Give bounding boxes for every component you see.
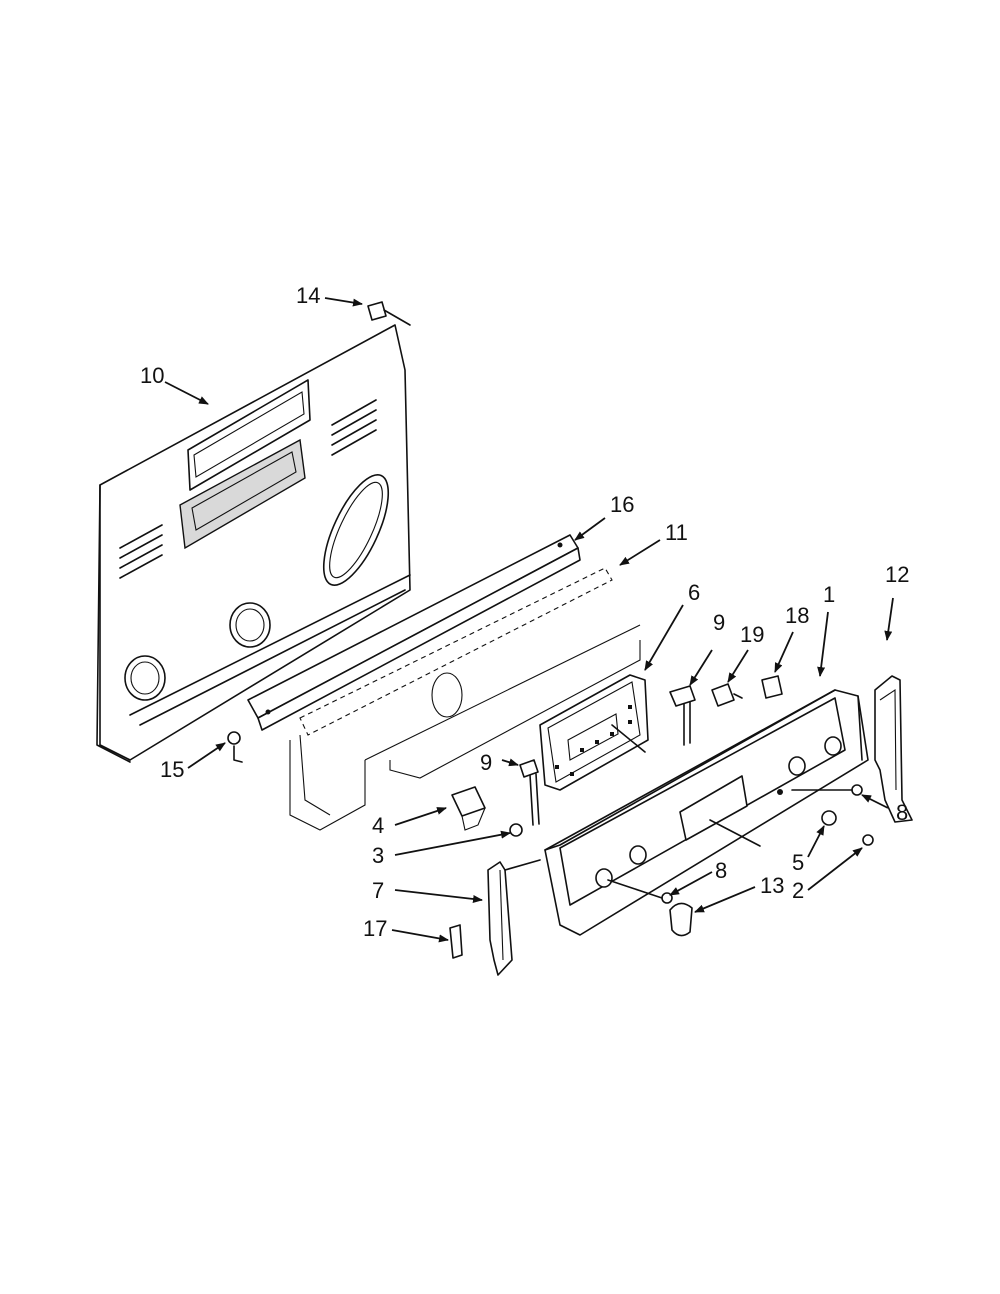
bracket-part-9-upper bbox=[669, 685, 696, 746]
callout-16: 16 bbox=[610, 492, 634, 517]
callout-18: 18 bbox=[785, 603, 809, 628]
switch-part-4 bbox=[451, 786, 486, 831]
callout-15: 15 bbox=[160, 757, 184, 782]
callout-14: 14 bbox=[296, 283, 320, 308]
callout-17: 17 bbox=[363, 916, 387, 941]
callout-3: 3 bbox=[372, 843, 384, 868]
bracket-part-9-lower bbox=[519, 759, 540, 826]
switch-part-18 bbox=[761, 675, 783, 699]
callout-9-lower: 9 bbox=[480, 750, 492, 775]
endcap-part-12 bbox=[874, 675, 913, 823]
callout-6: 6 bbox=[688, 580, 700, 605]
hardware-parts bbox=[607, 784, 874, 937]
callout-12: 12 bbox=[885, 562, 909, 587]
screw-part-14 bbox=[367, 301, 411, 326]
control-panel-part-1 bbox=[544, 689, 869, 936]
bushing-part-15 bbox=[227, 731, 243, 763]
callout-19: 19 bbox=[740, 622, 764, 647]
vent-slots-left bbox=[119, 524, 163, 579]
control-board-part-6 bbox=[539, 674, 649, 791]
switch-part-19 bbox=[711, 683, 743, 707]
support-bar-part-16 bbox=[247, 534, 581, 731]
strip-part-11 bbox=[299, 567, 613, 736]
clip-part-17 bbox=[449, 924, 463, 959]
callout-9-upper: 9 bbox=[713, 610, 725, 635]
rear-panel-part bbox=[96, 324, 411, 763]
callout-labels: 14 10 16 11 6 9 19 18 1 12 15 9 4 3 7 17… bbox=[140, 283, 909, 941]
callout-7: 7 bbox=[372, 878, 384, 903]
screw-part-3 bbox=[509, 823, 523, 837]
callout-11: 11 bbox=[665, 520, 688, 545]
callout-1: 1 bbox=[823, 582, 835, 607]
callout-13: 13 bbox=[760, 873, 784, 898]
callout-8-right: 8 bbox=[896, 800, 908, 825]
callout-8-lower: 8 bbox=[715, 858, 727, 883]
lower-frame bbox=[289, 624, 641, 831]
callout-5: 5 bbox=[792, 850, 804, 875]
callout-4: 4 bbox=[372, 813, 384, 838]
endcap-part-7 bbox=[487, 859, 541, 976]
callout-10: 10 bbox=[140, 363, 164, 388]
leader-arrows bbox=[164, 297, 894, 943]
vent-slots-right bbox=[331, 399, 377, 456]
callout-2: 2 bbox=[792, 878, 804, 903]
